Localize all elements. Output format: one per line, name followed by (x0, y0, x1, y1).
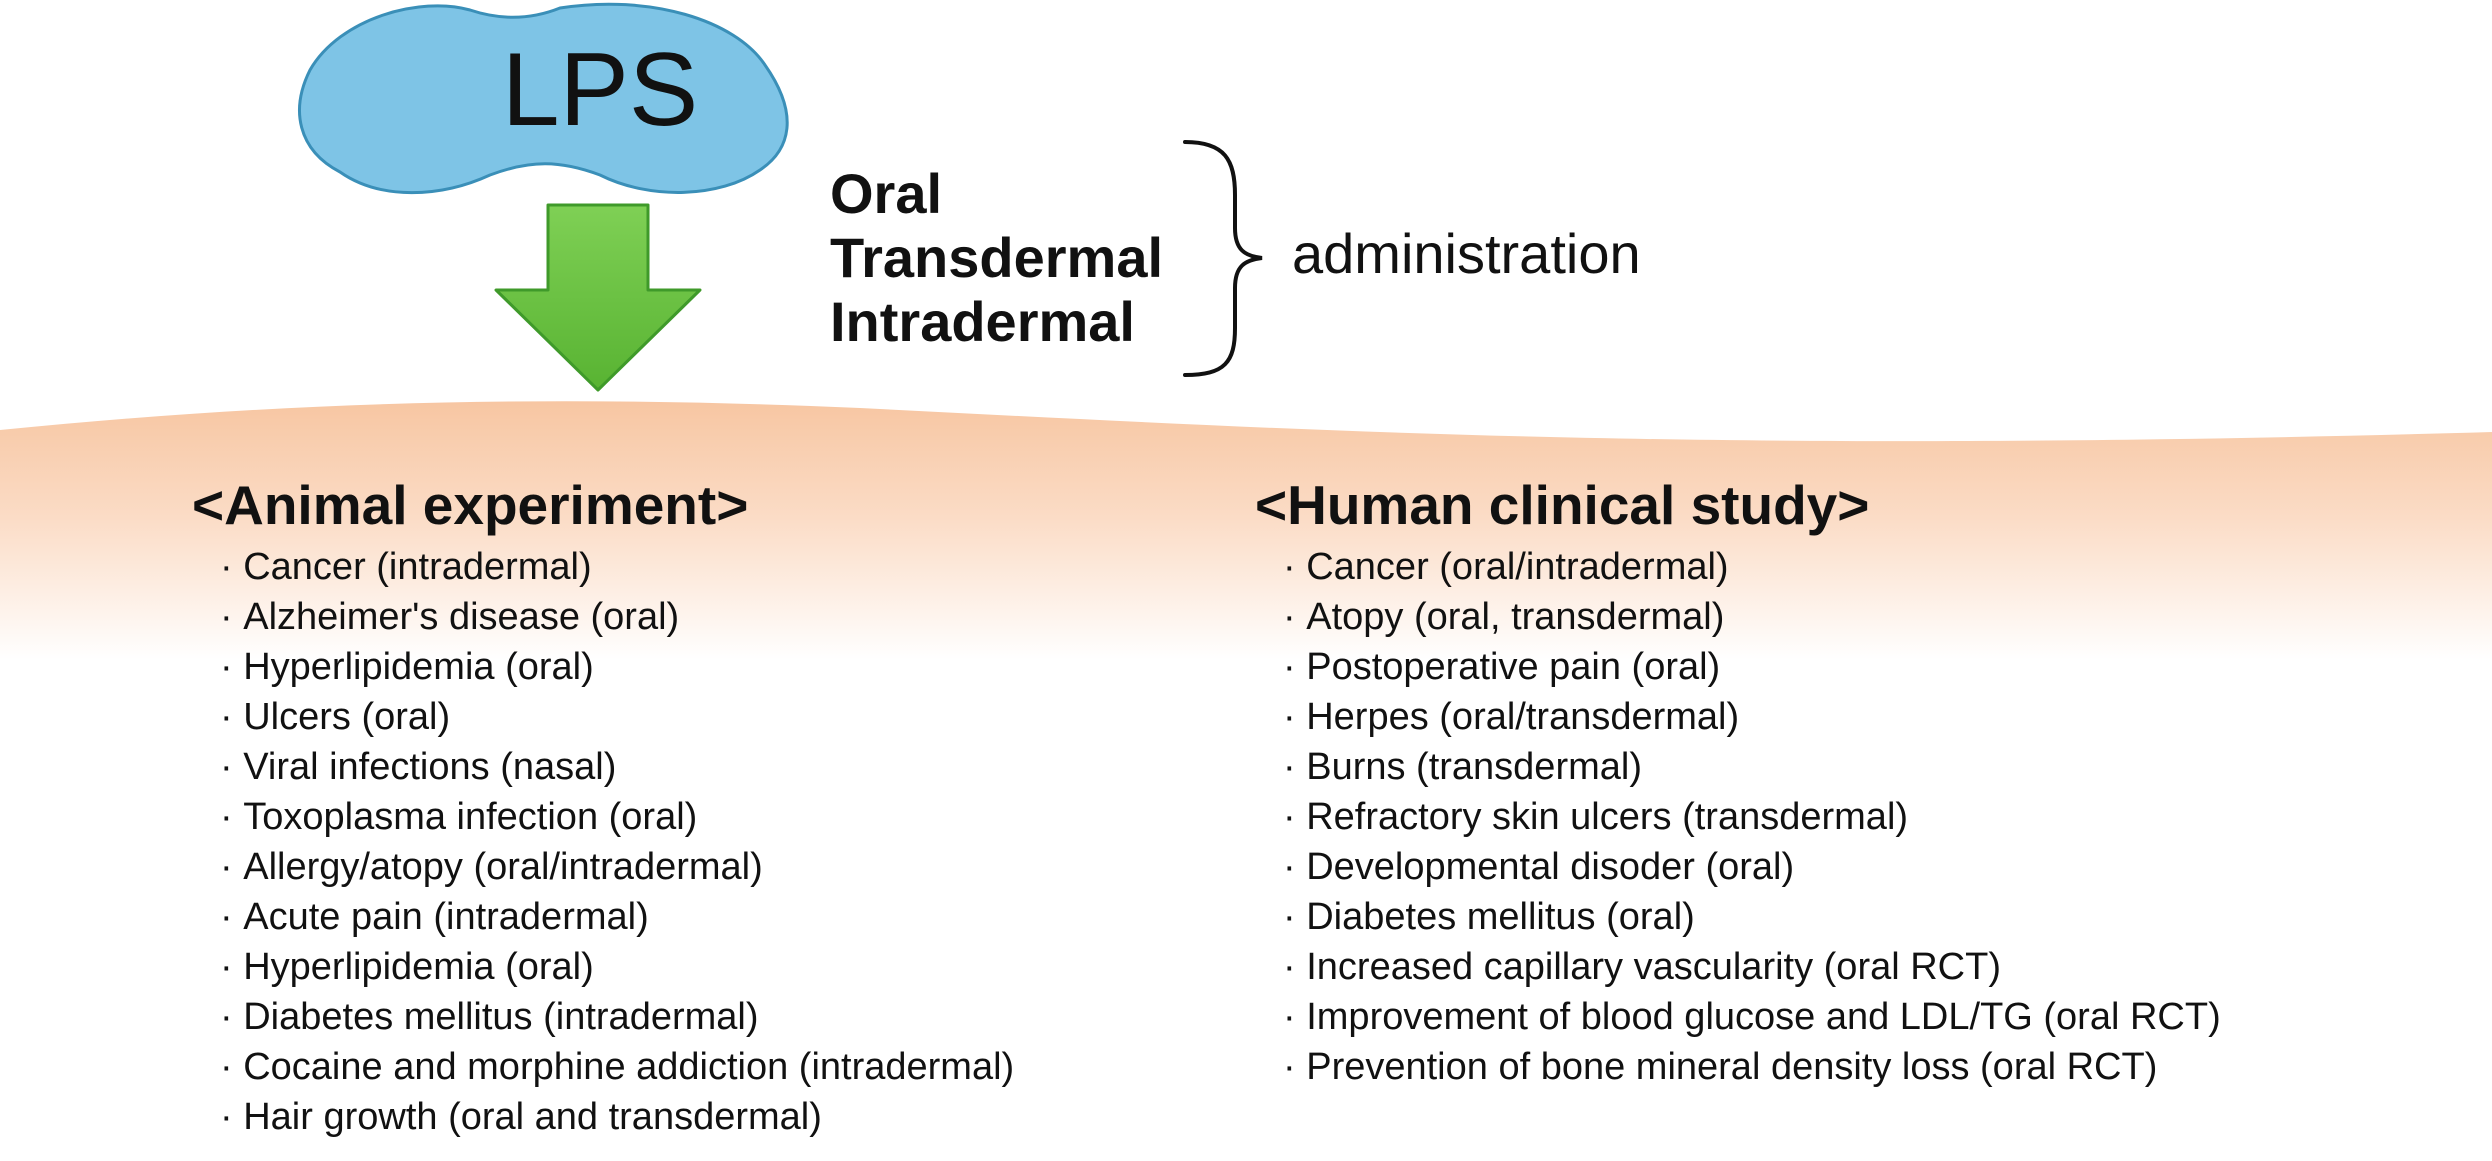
human-clinical-study-column: <Human clinical study> Cancer (oral/intr… (1255, 472, 2221, 1092)
list-item: Viral infections (nasal) (220, 742, 1014, 792)
administration-label: administration (1292, 222, 1641, 285)
list-item: Allergy/atopy (oral/intradermal) (220, 842, 1014, 892)
list-item: Cancer (intradermal) (220, 542, 1014, 592)
list-item: Acute pain (intradermal) (220, 892, 1014, 942)
list-item: Diabetes mellitus (oral) (1283, 892, 2221, 942)
lps-shape (298, 2, 789, 195)
list-item: Postoperative pain (oral) (1283, 642, 2221, 692)
animal-experiment-title: <Animal experiment> (192, 474, 749, 536)
list-item: Atopy (oral, transdermal) (1283, 592, 2221, 642)
list-item: Hair growth (oral and transdermal) (220, 1092, 1014, 1142)
animal-experiment-column: <Animal experiment> Cancer (intradermal)… (192, 472, 1014, 1142)
list-item: Increased capillary vascularity (oral RC… (1283, 942, 2221, 992)
list-item: Diabetes mellitus (intradermal) (220, 992, 1014, 1042)
list-item: Prevention of bone mineral density loss … (1283, 1042, 2221, 1092)
list-item: Herpes (oral/transdermal) (1283, 692, 2221, 742)
human-clinical-study-title: <Human clinical study> (1255, 474, 1870, 536)
down-arrow-icon (494, 203, 702, 392)
list-item: Improvement of blood glucose and LDL/TG … (1283, 992, 2221, 1042)
route-transdermal: Transdermal (830, 226, 1164, 289)
administration-routes: Oral Transdermal Intradermal (830, 162, 1163, 354)
list-item: Cancer (oral/intradermal) (1283, 542, 2221, 592)
list-item: Refractory skin ulcers (transdermal) (1283, 792, 2221, 842)
list-item: Burns (transdermal) (1283, 742, 2221, 792)
human-clinical-study-list: Cancer (oral/intradermal) Atopy (oral, t… (1255, 542, 2221, 1092)
right-brace-icon (1183, 140, 1263, 377)
list-item: Ulcers (oral) (220, 692, 1014, 742)
list-item: Cocaine and morphine addiction (intrader… (220, 1042, 1014, 1092)
list-item: Hyperlipidemia (oral) (220, 942, 1014, 992)
animal-experiment-list: Cancer (intradermal) Alzheimer's disease… (192, 542, 1014, 1142)
route-intradermal: Intradermal (830, 290, 1135, 353)
list-item: Toxoplasma infection (oral) (220, 792, 1014, 842)
lps-label: LPS (502, 32, 699, 148)
list-item: Alzheimer's disease (oral) (220, 592, 1014, 642)
list-item: Developmental disoder (oral) (1283, 842, 2221, 892)
list-item: Hyperlipidemia (oral) (220, 642, 1014, 692)
route-oral: Oral (830, 162, 943, 225)
